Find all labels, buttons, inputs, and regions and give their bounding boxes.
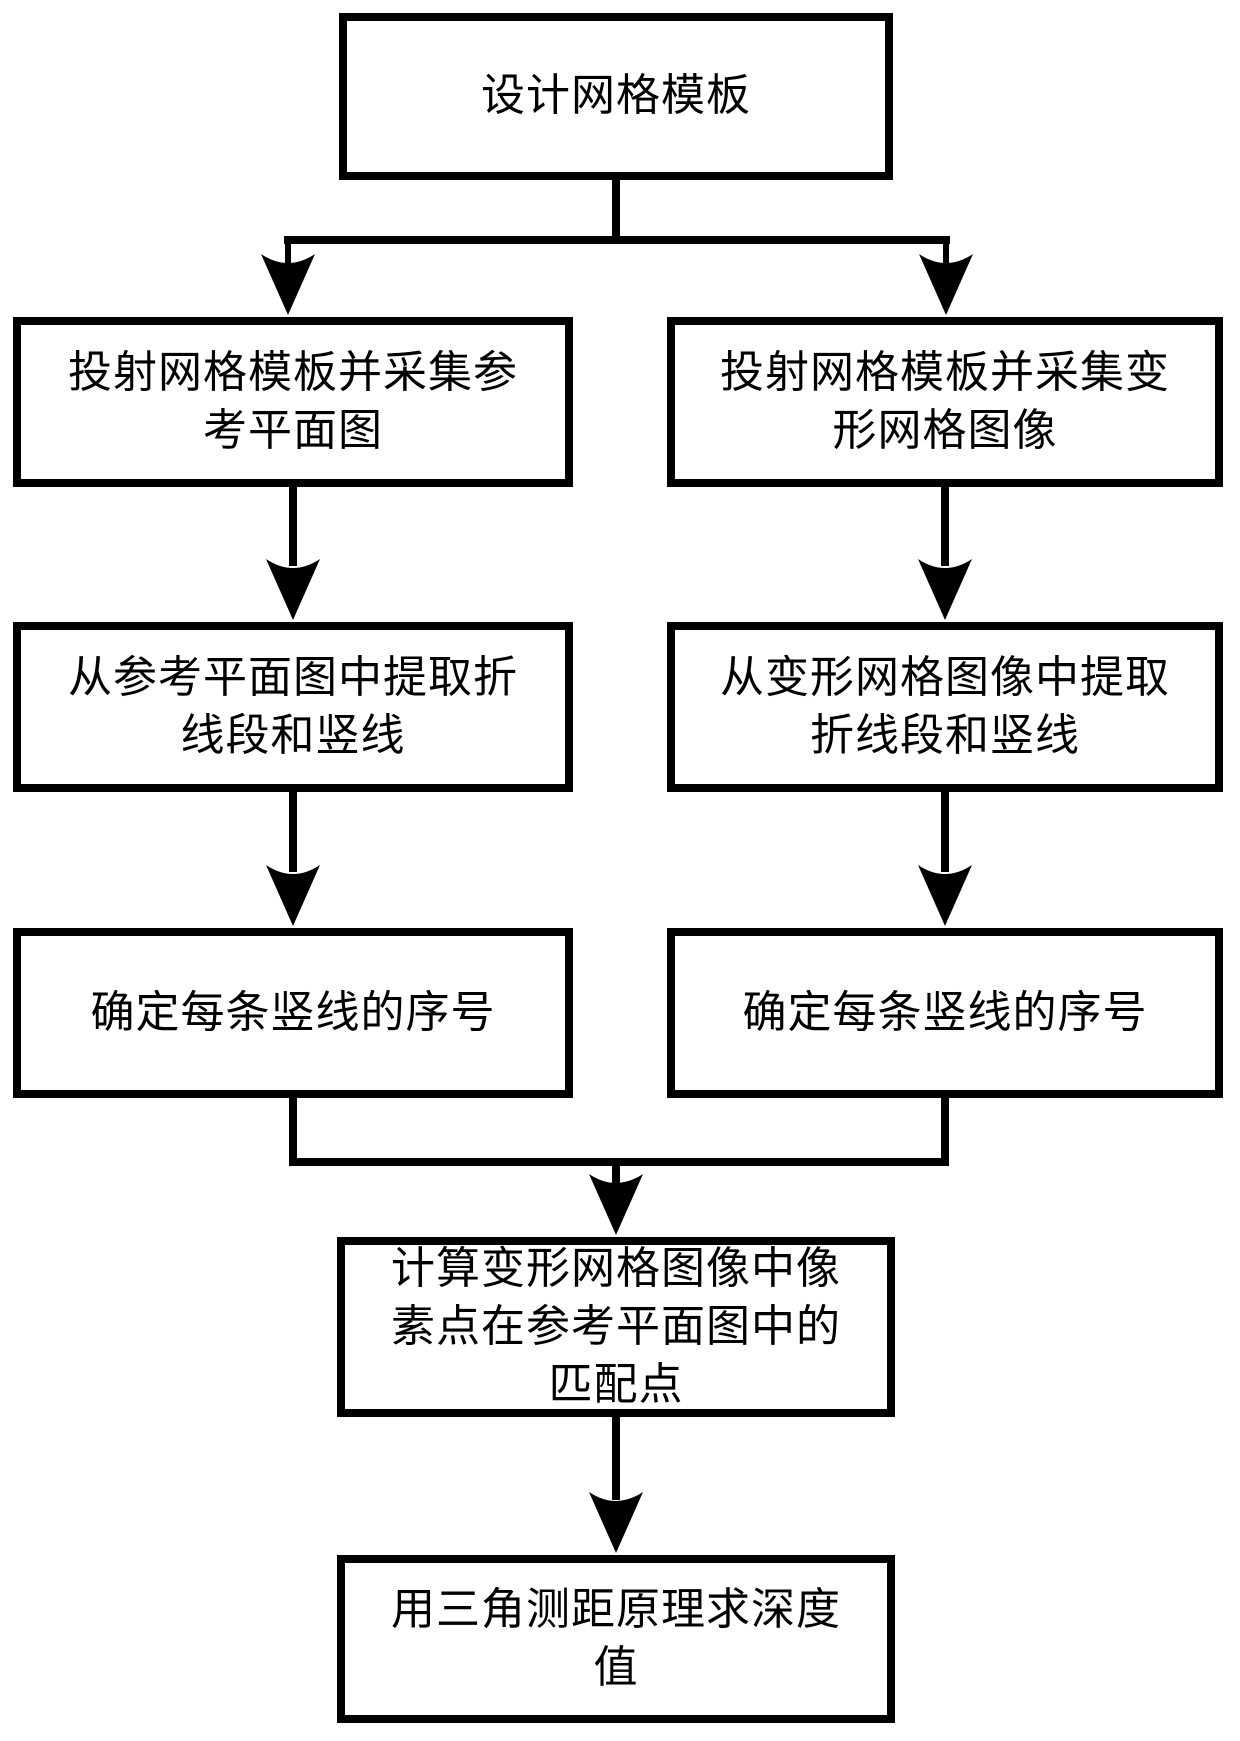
arrowhead-icon bbox=[589, 1174, 643, 1235]
flow-node-design-grid-template: 设计网格模板 bbox=[339, 13, 893, 180]
arrowhead-icon bbox=[589, 1492, 643, 1553]
flow-node-project-capture-deformed-grid: 投射网格模板并采集变 形网格图像 bbox=[667, 317, 1223, 487]
arrowhead-icon bbox=[919, 254, 973, 315]
flow-node-label: 从参考平面图中提取折 线段和竖线 bbox=[68, 652, 518, 760]
flow-node-label: 计算变形网格图像中像 素点在参考平面图中的 匹配点 bbox=[391, 1243, 841, 1410]
edge-merge-to-compute-matching-points bbox=[289, 1096, 949, 1235]
flow-node-label: 确定每条竖线的序号 bbox=[742, 987, 1148, 1037]
arrowhead-icon bbox=[266, 559, 320, 620]
edge-capture-reference-to-extract-reference bbox=[266, 485, 320, 620]
flow-node-label: 用三角测距原理求深度 值 bbox=[391, 1584, 841, 1692]
arrowhead-icon bbox=[918, 559, 972, 620]
flow-node-number-vertical-lines-deformed: 确定每条竖线的序号 bbox=[667, 928, 1223, 1098]
edge-extract-deformed-to-number-deformed bbox=[918, 790, 972, 926]
edge-capture-deformed-to-extract-deformed bbox=[918, 485, 972, 620]
flow-node-label: 投射网格模板并采集参 考平面图 bbox=[68, 347, 518, 455]
arrowhead-icon bbox=[261, 254, 315, 315]
edge-design-to-branches bbox=[261, 176, 973, 315]
flow-node-label: 设计网格模板 bbox=[481, 71, 751, 121]
flow-node-extract-lines-deformed: 从变形网格图像中提取 折线段和竖线 bbox=[667, 622, 1223, 792]
flow-node-project-capture-reference-plane: 投射网格模板并采集参 考平面图 bbox=[13, 317, 573, 487]
edge-extract-reference-to-number-reference bbox=[266, 790, 320, 926]
flow-node-label: 确定每条竖线的序号 bbox=[90, 987, 496, 1037]
arrowhead-icon bbox=[266, 865, 320, 926]
flow-node-label: 从变形网格图像中提取 折线段和竖线 bbox=[720, 652, 1170, 760]
edge-compute-matching-points-to-triangulation-depth bbox=[589, 1415, 643, 1553]
flow-node-compute-matching-points: 计算变形网格图像中像 素点在参考平面图中的 匹配点 bbox=[337, 1237, 895, 1417]
flow-node-number-vertical-lines-reference: 确定每条竖线的序号 bbox=[13, 928, 573, 1098]
flow-node-extract-lines-reference: 从参考平面图中提取折 线段和竖线 bbox=[13, 622, 573, 792]
flow-node-triangulation-depth: 用三角测距原理求深度 值 bbox=[337, 1555, 895, 1723]
arrowhead-icon bbox=[918, 865, 972, 926]
flow-node-label: 投射网格模板并采集变 形网格图像 bbox=[720, 347, 1170, 455]
